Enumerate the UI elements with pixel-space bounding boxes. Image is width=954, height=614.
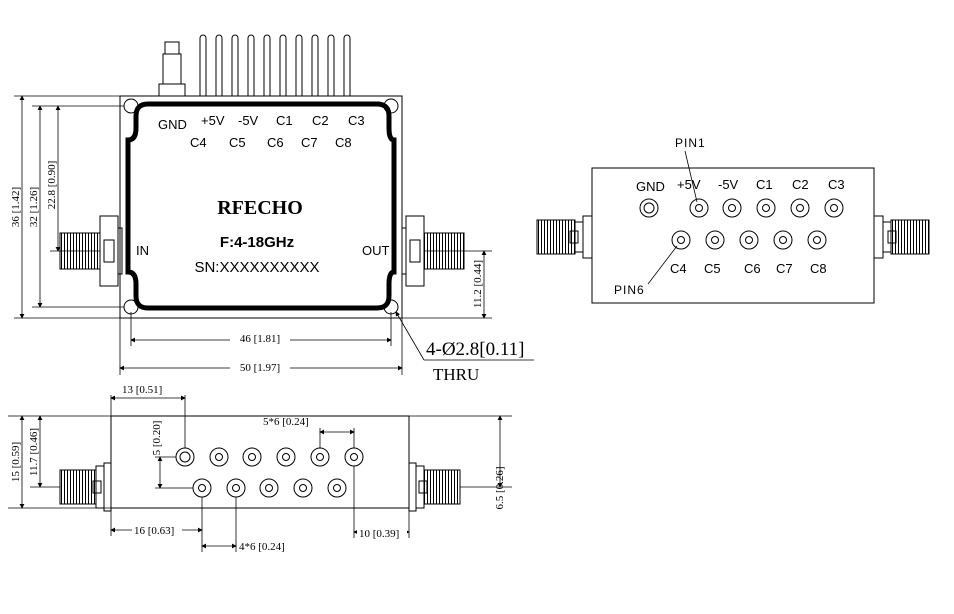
pin-label-c8: C8 — [810, 261, 827, 276]
pin-label-c6: C6 — [744, 261, 761, 276]
dim-height-rf: 11.2 [0.44] — [472, 260, 484, 308]
front-right-dim — [402, 250, 492, 319]
side-view: 13 [0.51] 5 [0.20] 5*6 [0.24] 15 [0.59] … — [8, 384, 512, 553]
dim-height-6-5: 6.5 [0.26] — [494, 466, 506, 509]
front-label-c3: C3 — [348, 113, 365, 128]
pin-label-c5: C5 — [704, 261, 721, 276]
dim-height-mount: 32 [1.26] — [28, 187, 40, 227]
pin-label-c2: C2 — [792, 177, 809, 192]
side-view-body — [110, 415, 410, 509]
dim-height-11-7: 11.7 [0.46] — [28, 428, 40, 476]
dim-width-total: 50 [1.97] — [240, 362, 280, 374]
front-label-p5v: +5V — [201, 113, 225, 128]
brand-name: RFECHO — [217, 197, 303, 219]
pin-label-m5v: -5V — [718, 177, 739, 192]
dim-offset-5: 5 [0.20] — [151, 421, 163, 456]
front-label-m5v: -5V — [238, 113, 259, 128]
pin6-label: PIN6 — [614, 283, 645, 297]
pin-label-c4: C4 — [670, 261, 687, 276]
dc-pins-top — [158, 34, 351, 97]
front-label-c6: C6 — [267, 135, 284, 150]
dim-offset-16: 16 [0.63] — [134, 525, 174, 537]
dim-height-total: 36 [1.42] — [10, 187, 22, 227]
side-pin-row2 — [192, 478, 347, 498]
port-out-label: OUT — [362, 243, 390, 258]
pin-view: GND +5V -5V C1 C2 C3 C4 C5 C6 C7 C8 PIN1… — [536, 136, 930, 304]
frequency-label: F:4-18GHz — [220, 234, 294, 251]
front-label-c1: C1 — [276, 113, 293, 128]
pin-row1 — [689, 198, 844, 218]
pin-label-p5v: +5V — [677, 177, 701, 192]
hole-spec: 4-Ø2.8[0.11] — [426, 339, 525, 360]
pin-label-gnd: GND — [636, 179, 665, 194]
pin1-label: PIN1 — [675, 136, 706, 150]
dim-pitch-bottom: 4*6 [0.24] — [239, 541, 285, 553]
front-view: GND +5V -5V C1 C2 C3 C4 C5 C6 C7 C8 RFEC… — [10, 34, 534, 384]
serial-label: SN:XXXXXXXXXX — [194, 259, 319, 276]
side-pin-row1 — [209, 447, 364, 467]
dim-pitch-top: 5*6 [0.24] — [263, 416, 309, 428]
hole-note: THRU — [433, 365, 479, 384]
front-vertical-dims — [14, 95, 124, 319]
dim-offset-10: 10 [0.39] — [359, 528, 399, 540]
dim-offset-13: 13 [0.51] — [122, 384, 162, 396]
pin-label-c1: C1 — [756, 177, 773, 192]
pin-label-c7: C7 — [776, 261, 793, 276]
front-label-c4: C4 — [190, 135, 207, 150]
front-label-c8: C8 — [335, 135, 352, 150]
pin-row2 — [671, 230, 827, 250]
front-label-gnd: GND — [158, 117, 187, 132]
front-label-c5: C5 — [229, 135, 246, 150]
dim-height-pins: 22.8 [0.90] — [46, 161, 58, 210]
port-in-label: IN — [136, 243, 149, 258]
pin-label-c3: C3 — [828, 177, 845, 192]
front-label-c2: C2 — [312, 113, 329, 128]
dim-height-15: 15 [0.59] — [10, 442, 22, 482]
dim-width-mount: 46 [1.81] — [240, 333, 280, 345]
front-label-c7: C7 — [301, 135, 318, 150]
lid-gasket — [125, 101, 397, 311]
housing-outline — [119, 95, 403, 319]
